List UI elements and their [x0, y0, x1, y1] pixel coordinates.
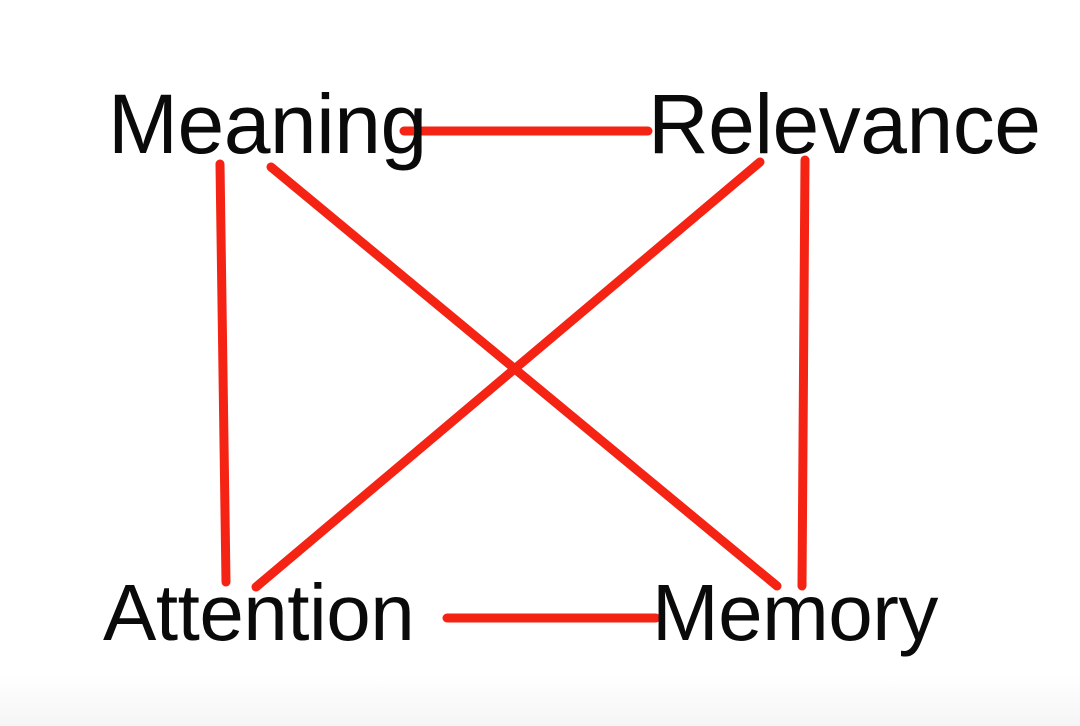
edge-relevance-attention	[251, 157, 765, 592]
node-label-attention: Attention	[103, 568, 415, 657]
edge-relevance-memory	[797, 155, 810, 591]
edge-meaning-memory	[266, 162, 782, 591]
node-label-memory: Memory	[652, 568, 938, 657]
node-label-meaning: Meaning	[108, 77, 427, 171]
edge-meaning-attention	[215, 159, 231, 587]
node-label-relevance: Relevance	[648, 77, 1041, 171]
